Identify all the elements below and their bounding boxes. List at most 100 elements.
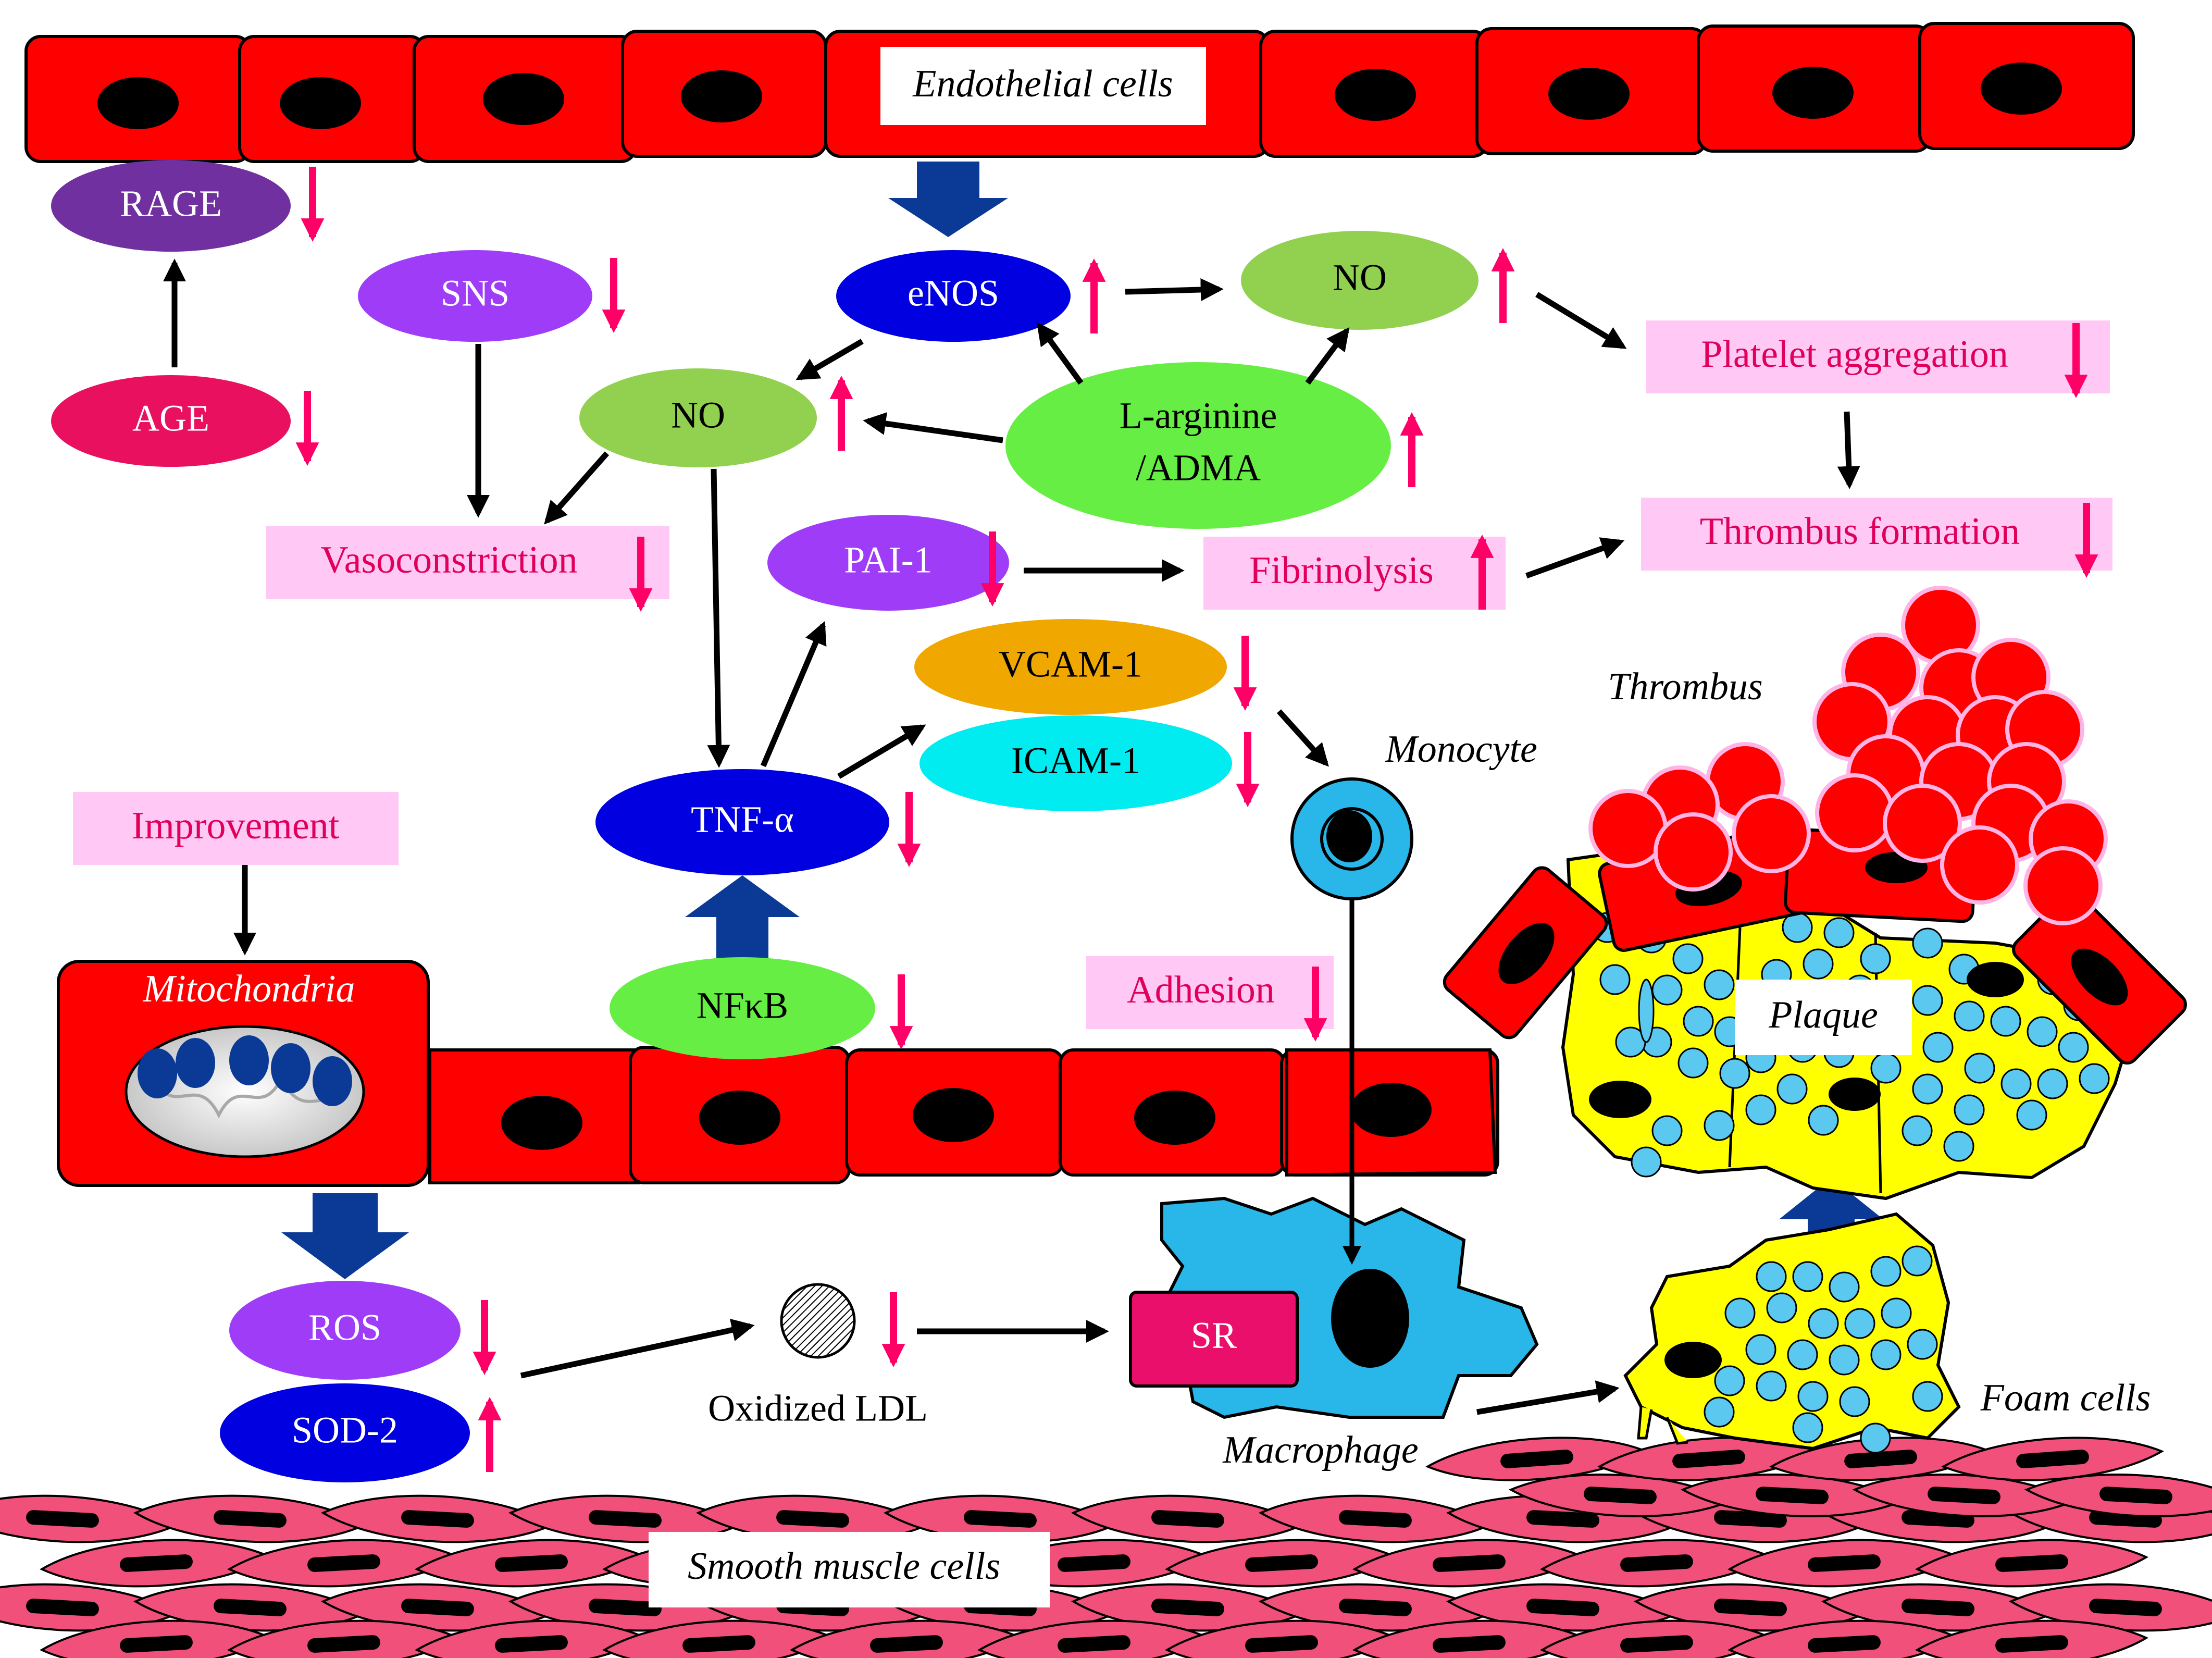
- lipid-droplet: [1704, 969, 1735, 1000]
- plaque-label-box: [1735, 980, 1912, 1055]
- foam-cells-label: Foam cells: [1980, 1377, 2151, 1419]
- pink-boxes: Platelet aggregation Thrombus formation …: [73, 320, 2112, 1029]
- smooth-muscle-cell: [1352, 1619, 1586, 1658]
- larginine-label-1: L-arginine: [1120, 395, 1277, 437]
- lipid-droplet: [1902, 1115, 1933, 1146]
- smooth-muscle-cell: [508, 1494, 742, 1543]
- lipid-droplet: [1808, 1308, 1839, 1339]
- lipid-droplet: [1724, 1297, 1756, 1329]
- lipid-droplet: [1844, 1308, 1875, 1339]
- icam-label: ICAM-1: [1011, 740, 1140, 782]
- smooth-muscle-cell: [1071, 1583, 1304, 1632]
- smooth-muscle-cell: [227, 1619, 461, 1658]
- red-blood-cell: [1654, 812, 1733, 892]
- thrombus-formation-label: Thrombus formation: [1700, 510, 2020, 553]
- lipid-droplet: [1792, 1412, 1823, 1443]
- smooth-muscle-cell: [1259, 1583, 1492, 1632]
- lipid-droplet: [1756, 1261, 1787, 1292]
- sns-node: [358, 250, 592, 342]
- ros-node: [229, 1281, 461, 1380]
- black-arrow-icon: [163, 258, 1860, 1415]
- smooth-muscle-cell: [1352, 1539, 1586, 1588]
- lipid-droplet: [1745, 1334, 1776, 1365]
- lipid-droplet: [1672, 943, 1704, 974]
- vcam-label: VCAM-1: [999, 644, 1142, 685]
- lipid-droplet: [1651, 1115, 1683, 1146]
- ovals: RAGE AGE SNS eNOS NO NO L-arginine /ADMA…: [51, 160, 1478, 1482]
- lipid-droplet: [1912, 985, 1943, 1016]
- smooth-muscle-cell: [1540, 1539, 1773, 1588]
- smooth-muscle-cell: [1728, 1539, 1961, 1588]
- lipid-droplet: [1808, 1105, 1839, 1136]
- lipid-droplet: [1881, 1297, 1912, 1329]
- thrombus-label: Thrombus: [1608, 665, 1762, 708]
- improvement-label: Improvement: [132, 805, 340, 847]
- smooth-muscle-cell: [2009, 1583, 2212, 1632]
- red-blood-cell: [1815, 773, 1894, 852]
- enos-node: [836, 250, 1071, 342]
- icam-node: [919, 715, 1232, 811]
- smooth-muscle-cell: [415, 1539, 648, 1588]
- smooth-muscle-cell: [1915, 1619, 2148, 1658]
- smooth-muscle-cell: [1941, 1437, 2164, 1481]
- endothelial-label: Endothelial cells: [912, 63, 1173, 105]
- age-label: AGE: [132, 398, 209, 439]
- sr-receptor: [1129, 1291, 1299, 1388]
- larginine-label-2: /ADMA: [1136, 447, 1261, 489]
- smooth-muscle-cell: [1165, 1619, 1398, 1658]
- lipid-droplet: [1912, 1073, 1943, 1105]
- pai1-node: [767, 515, 1009, 611]
- smooth-muscle-cell: [1259, 1494, 1492, 1543]
- smooth-muscle-cell: [1071, 1494, 1304, 1543]
- lipid-droplet: [1990, 1006, 2021, 1037]
- lipid-droplet: [1787, 1339, 1818, 1370]
- lipid-droplet: [1860, 1422, 1891, 1454]
- lipid-droplet: [1683, 1006, 1714, 1037]
- oxldl-label: Oxidized LDL: [708, 1388, 928, 1429]
- lipid-droplet: [1829, 1344, 1860, 1376]
- smooth-muscle-cell: [1165, 1539, 1398, 1588]
- lipid-droplet: [1860, 943, 1891, 974]
- rage-label: RAGE: [120, 183, 222, 225]
- smooth-muscle-cell: [227, 1539, 461, 1588]
- lipid-droplet: [1714, 1365, 1745, 1396]
- smooth-muscle-cell: [1425, 1437, 1648, 1481]
- lipid-droplet: [1631, 1146, 1662, 1178]
- lipid-droplet: [1792, 1261, 1823, 1292]
- lipid-droplet: [1704, 1396, 1735, 1428]
- red-blood-cell: [1732, 794, 1811, 873]
- smooth-muscle-cell: [696, 1494, 929, 1543]
- sod2-label: SOD-2: [292, 1409, 398, 1451]
- smooth-muscle-cell: [321, 1494, 554, 1543]
- smooth-muscle-cell: [415, 1619, 648, 1658]
- lipid-droplet: [1839, 1386, 1870, 1417]
- platelet-label: Platelet aggregation: [1701, 333, 2008, 376]
- lipid-droplet: [1756, 1370, 1787, 1402]
- monocyte-cell: [1290, 777, 1413, 1265]
- lipid-droplet: [1745, 1094, 1776, 1125]
- sr-label: SR: [1191, 1315, 1237, 1356]
- smooth-muscle-cell: [321, 1583, 554, 1632]
- lipid-droplet: [2058, 1032, 2089, 1063]
- lipid-droplet: [2027, 1016, 2058, 1047]
- adhesion-label: Adhesion: [1127, 969, 1275, 1011]
- macrophage-cell: SR: [1129, 1196, 1539, 1419]
- mitochondria-label: Mitochondria: [143, 968, 355, 1010]
- lipid-droplet: [1912, 927, 1943, 959]
- endothelial-label-box: [880, 47, 1206, 125]
- ros-label: ROS: [308, 1307, 381, 1348]
- lipid-droplet: [1797, 1381, 1829, 1412]
- smooth-muscle-cell: [40, 1539, 273, 1588]
- no-top-label: NO: [1333, 257, 1387, 299]
- smooth-muscle-cell: [1728, 1619, 1961, 1658]
- lipid-droplet: [1907, 1329, 1938, 1360]
- red-blood-cell: [2023, 846, 2103, 925]
- bottom-endothelium: [428, 1046, 1499, 1184]
- larginine-node: [1005, 362, 1391, 529]
- plaque-label: Plaque: [1768, 994, 1878, 1036]
- macrophage-label: Macrophage: [1222, 1429, 1418, 1471]
- smooth-muscle-cell: [2024, 1474, 2212, 1517]
- lipid-droplet: [1704, 1110, 1735, 1141]
- thrombus-cells: [1588, 586, 2108, 925]
